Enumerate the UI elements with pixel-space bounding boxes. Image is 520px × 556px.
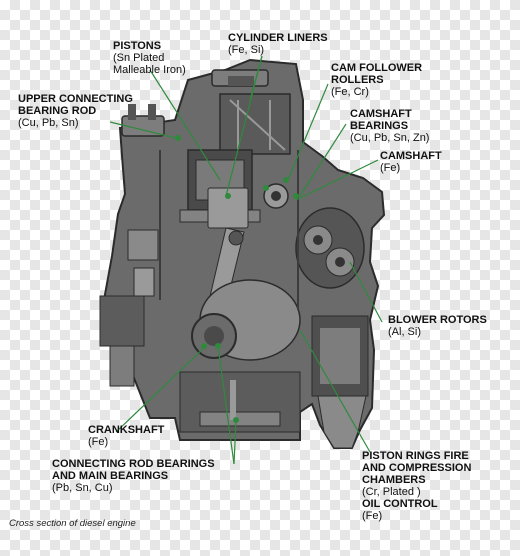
label-upper-connecting-rod-title-2: BEARING ROD — [18, 105, 97, 117]
label-cylinder-liners: CYLINDER LINERS (Fe, Si) — [228, 32, 328, 56]
label-piston-rings-title-2: AND COMPRESSION — [362, 462, 472, 474]
label-cam-follower-rollers-sub: (Fe, Cr) — [331, 86, 369, 98]
label-pistons-title: PISTONS — [113, 40, 162, 52]
label-camshaft: CAMSHAFT (Fe) — [380, 150, 442, 174]
label-crankshaft-sub: (Fe) — [88, 436, 109, 448]
engine-body — [99, 58, 386, 449]
label-camshaft-bearings: CAMSHAFT BEARINGS (Cu, Pb, Sn, Zn) — [350, 108, 429, 144]
diagram-caption: Cross section of diesel engine — [9, 518, 136, 529]
label-camshaft-bearings-title-2: BEARINGS — [350, 120, 409, 132]
label-upper-connecting-rod-title-1: UPPER CONNECTING — [18, 93, 133, 105]
label-upper-connecting-rod: UPPER CONNECTING BEARING ROD (Cu, Pb, Sn… — [18, 93, 133, 129]
label-piston-rings: PISTON RINGS FIRE AND COMPRESSION CHAMBE… — [362, 450, 471, 522]
label-oil-control-sub: (Fe) — [362, 510, 383, 522]
label-piston-rings-title-3: CHAMBERS — [362, 474, 426, 486]
label-connecting-rod-main-title-2: AND MAIN BEARINGS — [52, 470, 169, 482]
label-cam-follower-rollers-title-1: CAM FOLLOWER — [331, 62, 423, 74]
label-piston-rings-title-1: PISTON RINGS FIRE — [362, 450, 469, 462]
label-pistons-sub-1: (Sn Plated — [113, 52, 165, 64]
label-blower-rotors-title: BLOWER ROTORS — [388, 314, 487, 326]
label-connecting-rod-main-sub: (Pb, Sn, Cu) — [52, 482, 113, 494]
label-cylinder-liners-sub: (Fe, Si) — [228, 44, 265, 56]
label-pistons-sub-2: Malleable Iron) — [113, 64, 186, 76]
label-blower-rotors: BLOWER ROTORS (Al, Si) — [388, 314, 487, 338]
label-cylinder-liners-title: CYLINDER LINERS — [228, 32, 328, 44]
label-crankshaft: CRANKSHAFT (Fe) — [88, 424, 164, 448]
label-camshaft-bearings-sub: (Cu, Pb, Sn, Zn) — [350, 132, 430, 144]
label-blower-rotors-sub: (Al, Si) — [388, 326, 421, 338]
label-connecting-rod-main-bearings: CONNECTING ROD BEARINGS AND MAIN BEARING… — [52, 458, 215, 494]
label-cam-follower-rollers: CAM FOLLOWER ROLLERS (Fe, Cr) — [331, 62, 422, 98]
label-camshaft-title: CAMSHAFT — [380, 150, 442, 162]
label-crankshaft-title: CRANKSHAFT — [88, 424, 165, 436]
label-pistons: PISTONS (Sn Plated Malleable Iron) — [113, 40, 186, 76]
label-camshaft-bearings-title-1: CAMSHAFT — [350, 108, 412, 120]
label-connecting-rod-main-title-1: CONNECTING ROD BEARINGS — [52, 458, 215, 470]
label-oil-control-title: OIL CONTROL — [362, 498, 438, 510]
label-camshaft-sub: (Fe) — [380, 162, 401, 174]
label-piston-rings-sub: (Cr, Plated ) — [362, 486, 421, 498]
label-cam-follower-rollers-title-2: ROLLERS — [331, 74, 384, 86]
leader-lines — [109, 55, 383, 465]
label-upper-connecting-rod-sub: (Cu, Pb, Sn) — [18, 117, 79, 129]
